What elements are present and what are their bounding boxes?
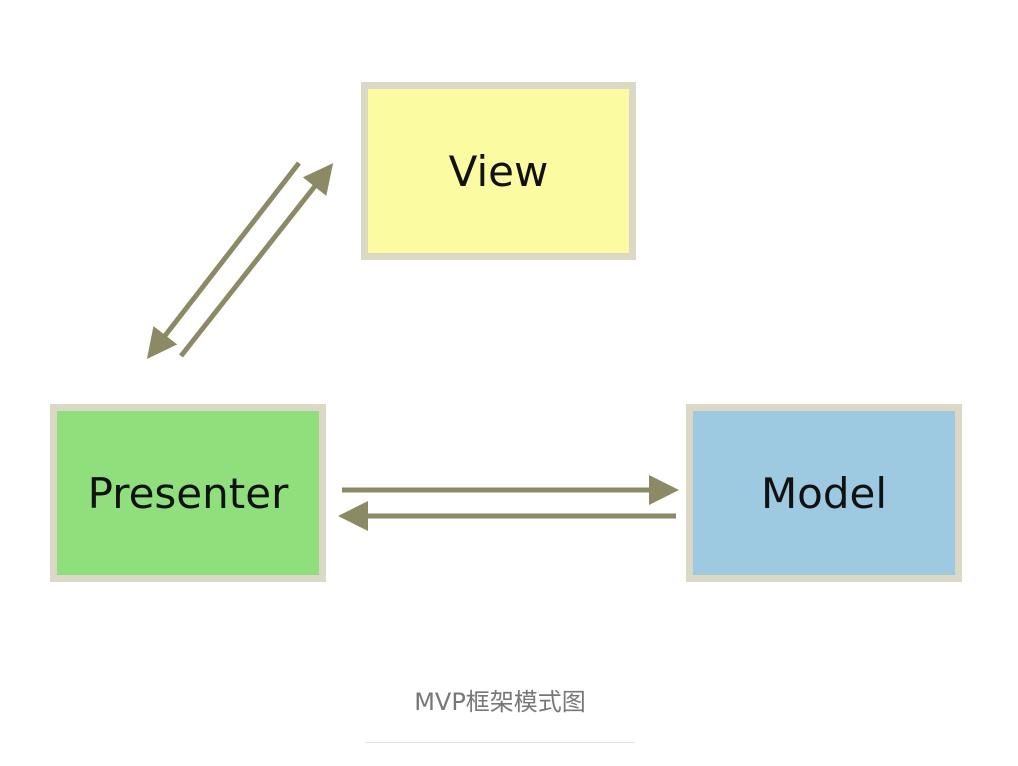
model-label: Model — [760, 468, 888, 518]
caption-divider — [366, 742, 634, 743]
diagram-caption: MVP框架模式图 — [414, 688, 586, 716]
arrow-presenter-to-view — [179, 163, 334, 358]
view-node: View — [361, 82, 636, 260]
view-label: View — [448, 146, 549, 196]
presenter-label: Presenter — [87, 468, 289, 518]
presenter-node: Presenter — [50, 404, 326, 582]
model-node: Model — [686, 404, 962, 582]
arrow-view-to-presenter — [146, 161, 301, 359]
